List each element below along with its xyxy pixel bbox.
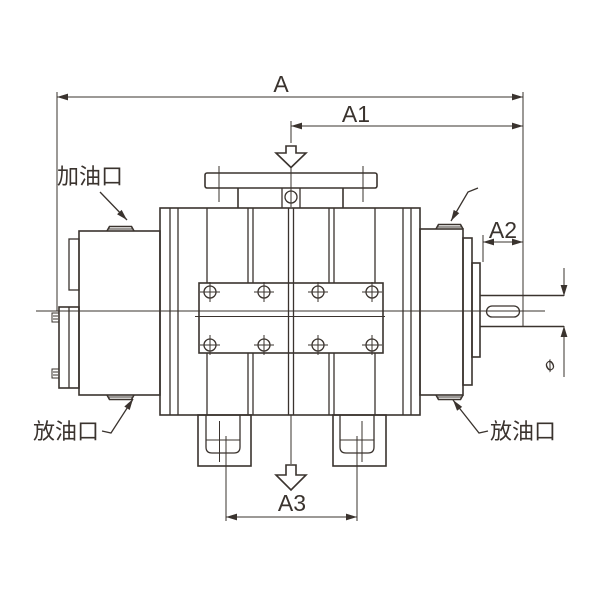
dim-label-a: A xyxy=(273,71,289,97)
leader-arrow-icon xyxy=(451,209,460,221)
outlet-flow-arrow xyxy=(274,464,308,492)
arrowhead-icon xyxy=(512,93,523,101)
arrowhead-icon xyxy=(291,122,302,130)
down-arrow-icon xyxy=(274,464,308,492)
down-arrow-icon xyxy=(274,145,308,169)
right-cover-outline xyxy=(419,228,464,396)
dimension-a3: A3 xyxy=(225,436,358,521)
diameter-symbol: ø xyxy=(539,354,559,375)
arrowhead-icon xyxy=(512,238,523,246)
arrowhead-icon xyxy=(512,122,523,130)
bolt-plate-outline xyxy=(198,282,384,354)
dim-label-a2: A2 xyxy=(489,217,517,243)
leader-line xyxy=(101,398,134,434)
left-bolt-nub xyxy=(51,368,60,379)
centerlines xyxy=(36,167,545,464)
left-bolt-nub xyxy=(51,312,60,323)
leader-line xyxy=(452,399,489,434)
right-gear-cover xyxy=(419,223,481,401)
oil-drain-port-right-label: 放油口 xyxy=(452,399,556,444)
dimension-a1: A1 xyxy=(290,101,523,143)
right-foot-outer xyxy=(332,414,387,467)
dimension-shaft-diameter: ø xyxy=(539,268,568,377)
shaft-collar xyxy=(471,262,481,358)
left-foot-inner xyxy=(205,415,241,454)
leader-line xyxy=(450,187,479,222)
left-gear-cover xyxy=(51,225,161,401)
inlet-flow-arrow xyxy=(274,145,308,169)
oil-drain-port-left-label: 放油口 xyxy=(33,398,134,444)
left-cover-outline xyxy=(78,230,161,396)
arrowhead-icon xyxy=(560,326,568,337)
dim-label-a1: A1 xyxy=(342,101,370,127)
arrowhead-icon xyxy=(226,513,237,521)
plate-bolts xyxy=(200,282,382,355)
oil-drain-right-text: 放油口 xyxy=(490,419,556,444)
arrowhead-icon xyxy=(483,238,494,246)
oil-fill-port-label: 加油口 xyxy=(57,164,128,221)
left-foot-outer xyxy=(197,414,252,467)
oil-drain-left-text: 放油口 xyxy=(33,419,99,444)
oil-fill-port-text: 加油口 xyxy=(57,164,123,189)
dimension-a: A xyxy=(56,71,523,311)
leader-arrow-icon xyxy=(117,209,127,220)
leader-arrow-icon xyxy=(124,399,133,410)
top-right-port-leader xyxy=(450,187,479,222)
bolt-plate xyxy=(195,208,385,415)
arrowhead-icon xyxy=(57,93,68,101)
dimension-a2: A2 xyxy=(482,217,523,262)
left-cover-upper-step xyxy=(68,238,80,291)
dim-label-a3: A3 xyxy=(278,490,306,516)
leader-arrow-icon xyxy=(453,400,463,411)
arrowhead-icon xyxy=(346,513,357,521)
arrowhead-icon xyxy=(560,285,568,296)
